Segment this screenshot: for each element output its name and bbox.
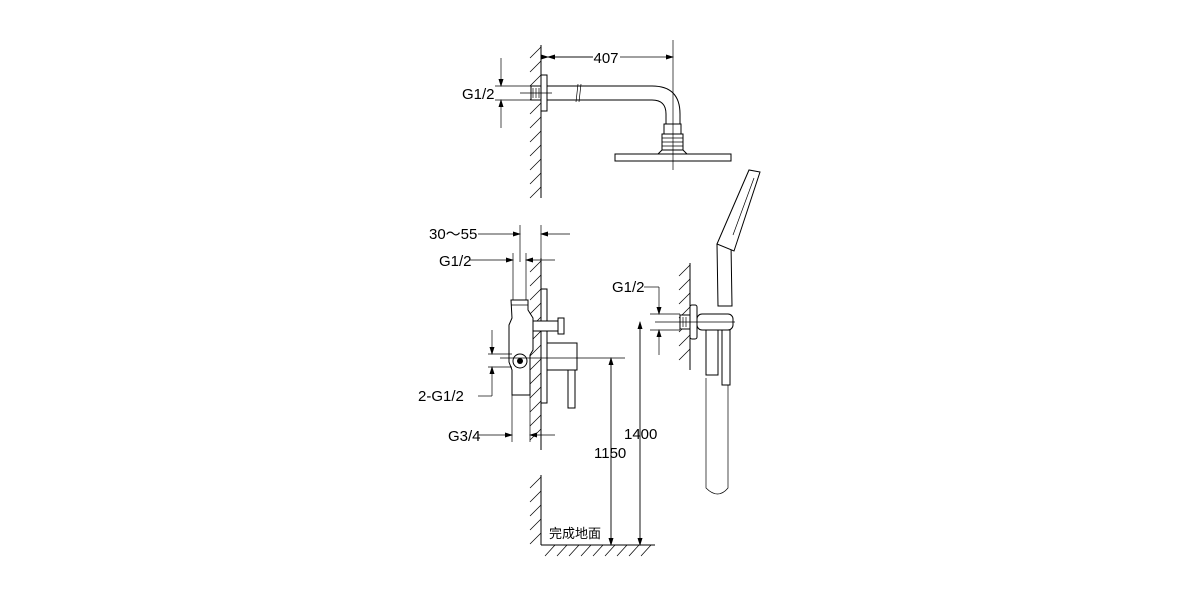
hose-nut (705, 329, 719, 376)
valve-inlets-label: 2-G1/2 (418, 388, 464, 405)
valve-lever (567, 369, 576, 409)
wall-hatch-right (678, 264, 691, 361)
mixer-valve-group: 30～55 G1/2 2-G1/2 G3/4 (418, 225, 625, 545)
outlet-height-label: 1400 (624, 426, 657, 443)
valve-body (508, 299, 534, 396)
wall-depth-label: 30～55 (429, 226, 477, 243)
hand-shower-group: G1/2 (612, 169, 761, 495)
arm-length-label: 407 (593, 50, 618, 67)
valve-height-label: 1150 (594, 445, 626, 462)
floor-hatch (544, 544, 652, 557)
valve-cover-plate (540, 288, 548, 404)
valve-handle (546, 342, 578, 371)
hand-shower-head (716, 169, 761, 252)
wall-hatch-middle (529, 260, 542, 545)
outlet-thread-label: G1/2 (612, 279, 645, 296)
shower-arm-group: 407 G1/2 (462, 40, 732, 199)
hand-shower-handle (716, 243, 733, 307)
valve-top-thread-label: G1/2 (439, 253, 472, 270)
valve-outlet-label: G3/4 (448, 428, 481, 445)
shower-arm (547, 85, 681, 124)
wall-hatch-top (529, 46, 542, 199)
finished-floor-label: 完成地面 (549, 527, 601, 542)
height-dimensions: 1150 1400 完成地面 (541, 321, 657, 557)
arm-thread-label: G1/2 (462, 86, 495, 103)
